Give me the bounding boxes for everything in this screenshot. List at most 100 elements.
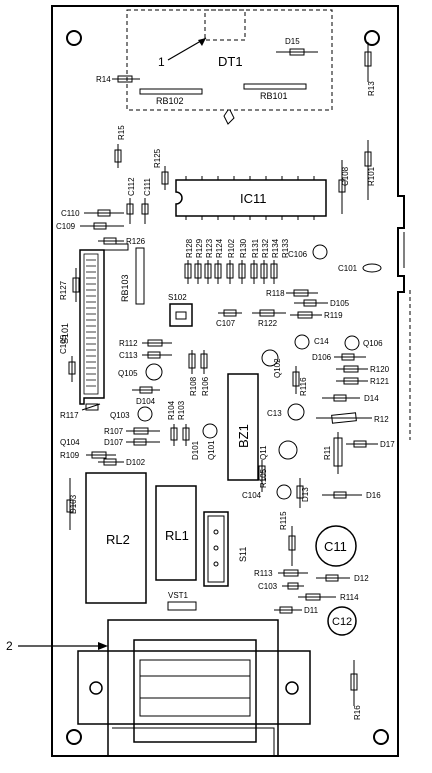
r129-label: R129 bbox=[195, 238, 204, 258]
c11-capacitor bbox=[315, 525, 357, 567]
r133-label: R133 bbox=[281, 238, 290, 258]
q11-label: Q11 bbox=[259, 445, 268, 460]
r121-label: R121 bbox=[370, 377, 390, 386]
r127-label: R127 bbox=[59, 280, 68, 300]
c110-label: C110 bbox=[61, 209, 80, 218]
q102-label: Q102 bbox=[273, 358, 282, 378]
d102-label: D102 bbox=[126, 458, 146, 467]
c106-label: C106 bbox=[288, 250, 308, 259]
r126-label: R126 bbox=[126, 237, 146, 246]
d15-label: D15 bbox=[285, 37, 300, 46]
c11-label: C11 bbox=[324, 539, 347, 554]
q105-label: Q105 bbox=[118, 369, 138, 378]
r124-label: R124 bbox=[215, 238, 224, 258]
s101-connector bbox=[79, 243, 129, 405]
r15-label: R15 bbox=[117, 125, 126, 140]
callout-2: 2 bbox=[6, 639, 13, 653]
r13-label: R13 bbox=[367, 81, 376, 96]
r107-label: R107 bbox=[104, 427, 124, 436]
rb102-label: RB102 bbox=[156, 96, 184, 106]
c107-label: C107 bbox=[216, 319, 236, 328]
c14-label: C14 bbox=[314, 337, 329, 346]
rl2-relay bbox=[85, 472, 147, 604]
r108-label: R108 bbox=[189, 376, 198, 396]
r123-label: R123 bbox=[205, 238, 214, 258]
r119-label: R119 bbox=[324, 311, 343, 320]
transformer bbox=[77, 619, 311, 757]
r106-label: R106 bbox=[201, 376, 210, 396]
dt1-block bbox=[126, 9, 333, 125]
c103-label: C103 bbox=[258, 582, 278, 591]
r101-label: R101 bbox=[367, 166, 376, 186]
r112-label: R112 bbox=[119, 339, 138, 348]
d14-label: D14 bbox=[364, 394, 379, 403]
r11-label: R11 bbox=[323, 445, 332, 460]
c13-label: C13 bbox=[267, 409, 282, 418]
board-outline bbox=[51, 5, 405, 757]
r114-label: R114 bbox=[340, 593, 359, 602]
d17-label: D17 bbox=[380, 440, 395, 449]
d106-label: D106 bbox=[312, 353, 332, 362]
r122-label: R122 bbox=[258, 319, 278, 328]
rl1-relay bbox=[155, 485, 197, 581]
c113-label: C113 bbox=[119, 351, 138, 360]
r109-label: R109 bbox=[60, 451, 80, 460]
d104-label: D104 bbox=[136, 397, 156, 406]
c109-label: C109 bbox=[56, 222, 76, 231]
s11-label: S11 bbox=[238, 547, 248, 562]
mounting-holes bbox=[66, 30, 389, 745]
c12-label: C12 bbox=[332, 616, 352, 628]
d105-label: D105 bbox=[330, 299, 350, 308]
r132-label: R132 bbox=[261, 238, 270, 258]
c105-label: C105 bbox=[59, 334, 68, 354]
rb103-part bbox=[135, 247, 145, 305]
c12-capacitor bbox=[327, 606, 357, 636]
r104-label: R104 bbox=[167, 400, 176, 420]
c104-label: C104 bbox=[242, 491, 262, 500]
r128-label: R128 bbox=[185, 238, 194, 258]
r125-label: R125 bbox=[153, 148, 162, 168]
c112-label: C112 bbox=[127, 177, 136, 196]
d101-label: D101 bbox=[191, 440, 200, 460]
r134-label: R134 bbox=[271, 238, 280, 258]
r116-label: R116 bbox=[299, 377, 308, 396]
r130-label: R130 bbox=[239, 238, 248, 258]
dt1-label: DT1 bbox=[218, 54, 243, 69]
d11-label: D11 bbox=[304, 606, 319, 615]
r12-label: R12 bbox=[374, 415, 389, 424]
q103-label: Q103 bbox=[110, 411, 130, 420]
r14-label: R14 bbox=[96, 75, 111, 84]
s102-label: S102 bbox=[168, 293, 187, 302]
vst1-part bbox=[167, 601, 197, 611]
c108-label: C108 bbox=[341, 166, 350, 186]
q101-label: Q101 bbox=[207, 440, 216, 460]
r120-label: R120 bbox=[370, 365, 390, 374]
d12-label: D12 bbox=[354, 574, 369, 583]
r16-label: R16 bbox=[353, 705, 362, 720]
rl1-label: RL1 bbox=[165, 528, 189, 543]
bz1-label: BZ1 bbox=[236, 424, 251, 448]
r115-label: R115 bbox=[279, 511, 288, 530]
q106-label: Q106 bbox=[363, 339, 383, 348]
r105-label: R105 bbox=[259, 468, 268, 488]
d16-label: D16 bbox=[366, 491, 381, 500]
s11-connector bbox=[203, 511, 229, 587]
ic11-chip bbox=[175, 176, 327, 220]
ic11-label: IC11 bbox=[240, 191, 267, 206]
r117-label: R117 bbox=[60, 411, 79, 420]
c111-label: C111 bbox=[143, 178, 152, 196]
c101-label: C101 bbox=[338, 264, 358, 273]
rb103-label: RB103 bbox=[120, 274, 130, 302]
vst1-label: VST1 bbox=[168, 591, 189, 600]
rb101-label: RB101 bbox=[260, 91, 288, 101]
d107-label: D107 bbox=[104, 438, 124, 447]
resistor-bank bbox=[184, 260, 278, 284]
r118-label: R118 bbox=[266, 289, 285, 298]
s102-switch bbox=[169, 303, 193, 327]
r113-label: R113 bbox=[254, 569, 273, 578]
d13-label: D13 bbox=[301, 487, 310, 502]
callout-1: 1 bbox=[158, 55, 165, 69]
r102-label: R102 bbox=[227, 238, 236, 258]
